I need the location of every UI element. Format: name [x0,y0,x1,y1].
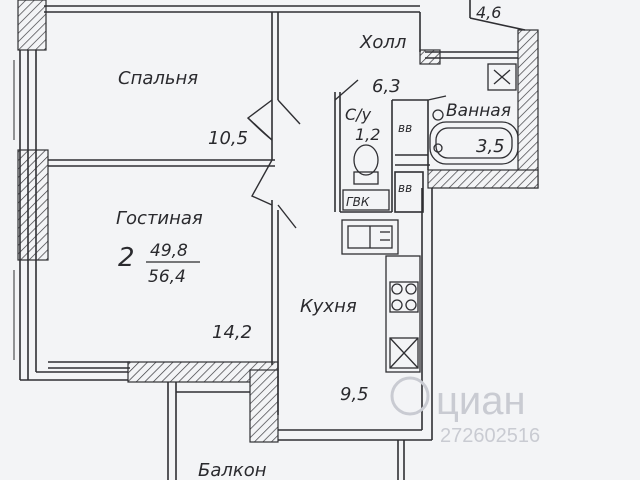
kitchen-label: Кухня [300,296,357,317]
total-area: 56,4 [148,267,186,287]
hall-label: Холл [359,32,406,53]
toilet-icon [342,144,390,211]
cian-logo-icon [390,376,430,416]
boiler-label: ГВК [346,195,370,209]
load-bearing-walls [17,0,539,443]
living-area-total: 49,8 [150,241,188,261]
vent-label-2: вв [398,181,412,195]
living-area: 14,2 [212,322,252,343]
watermark-id: 272602516 [440,425,540,447]
kitchen-cabinets [341,219,421,373]
riser-icon [487,63,517,91]
partition-walls [19,0,526,480]
rooms-count: 2 [118,243,135,273]
wc-label: С/у [345,105,372,124]
hall-area: 6,3 [372,76,401,97]
doors [246,79,447,229]
bathroom-area: 3,5 [476,136,505,157]
vent-label-1: вв [398,121,412,135]
watermark-brand: циан [436,379,526,423]
wc-area: 1,2 [355,125,380,144]
cian-watermark: циан 272602516 [390,376,540,447]
living-label: Гостиная [116,208,203,229]
bathtub-icon [429,109,519,165]
kitchen-area: 9,5 [340,384,369,405]
balcony-label: Балкон [198,460,267,480]
neighbor-area: 4,6 [476,3,501,22]
bathroom-label: Ванная [446,101,511,121]
bedroom-area: 10,5 [208,128,248,149]
bedroom-label: Спальня [118,68,198,89]
